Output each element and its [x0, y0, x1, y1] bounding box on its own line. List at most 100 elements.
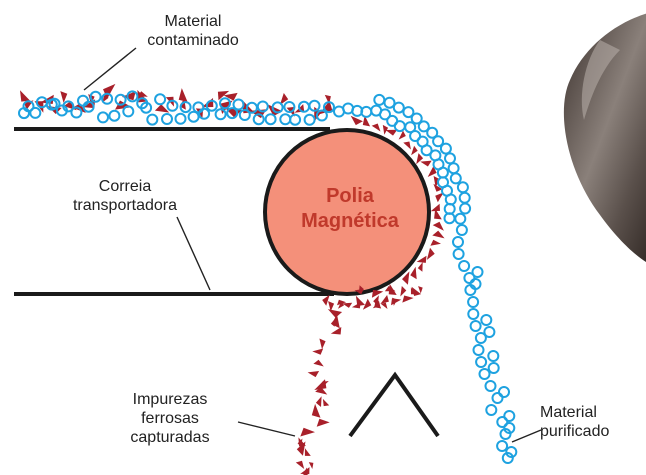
clean-particle: [480, 369, 490, 379]
clean-particle: [481, 315, 491, 325]
clean-particle: [162, 114, 172, 124]
clean-particle: [486, 405, 496, 415]
clean-particle: [176, 114, 186, 124]
ferrous-particle: [312, 404, 321, 418]
label-belt-line2: transportadora: [40, 196, 210, 215]
clean-particle: [454, 249, 464, 259]
clean-particle: [471, 321, 481, 331]
clean-particle: [266, 114, 276, 124]
clean-particle: [305, 115, 315, 125]
label-impurities-line3: capturadas: [100, 428, 240, 447]
clean-particle: [458, 182, 468, 192]
clean-particle: [460, 193, 470, 203]
pulley-label-line1: Polia: [270, 184, 430, 209]
pulley-label-line2: Magnética: [270, 209, 430, 234]
ferrous-particle: [433, 222, 444, 231]
clean-particle: [449, 163, 459, 173]
clean-particle: [155, 94, 165, 104]
clean-particle: [109, 111, 119, 121]
clean-particle: [216, 109, 226, 119]
clean-particle: [98, 112, 108, 122]
belt-leader-line: [177, 217, 210, 290]
ferrous-particle: [309, 462, 314, 469]
clean-particle: [468, 309, 478, 319]
ferrous-particle: [417, 256, 427, 263]
clean-particle: [464, 273, 474, 283]
ferrous-particle: [322, 295, 330, 306]
ferrous-particle: [432, 231, 444, 239]
clean-particle: [451, 173, 461, 183]
ferrous-particle: [418, 262, 423, 272]
clean-particle: [455, 214, 465, 224]
clean-particle: [476, 357, 486, 367]
label-contaminated-line2: contaminado: [108, 31, 278, 50]
clean-particle: [394, 103, 404, 113]
ferrous-particle: [305, 448, 311, 456]
ferrous-particle: [430, 240, 441, 246]
clean-particle: [486, 381, 496, 391]
ferrous-particle: [179, 88, 188, 102]
label-purified-line1: Material: [540, 403, 646, 422]
clean-particle: [457, 225, 467, 235]
clean-particle: [445, 153, 455, 163]
label-contaminated-material: Material contaminado: [108, 12, 278, 50]
clean-particle: [290, 115, 300, 125]
label-contaminated-line1: Material: [108, 12, 278, 31]
label-belt-line1: Correia: [40, 177, 210, 196]
clean-particle: [438, 168, 448, 178]
ferrous-particle: [427, 248, 435, 260]
clean-particle: [78, 96, 88, 106]
ferrous-particle: [380, 295, 389, 304]
clean-particle: [30, 108, 40, 118]
clean-particle: [374, 95, 384, 105]
chevron-symbol: [350, 375, 438, 436]
clean-particle: [147, 115, 157, 125]
ferrous-particle: [420, 161, 431, 167]
ferrous-particle: [351, 116, 363, 125]
clean-particle: [459, 261, 469, 271]
clean-particle: [488, 351, 498, 361]
ferrous-particle: [381, 303, 388, 309]
clean-particle: [234, 100, 244, 110]
ferrous-particle: [319, 339, 325, 350]
clean-particle: [453, 237, 463, 247]
impurities-leader-line: [238, 422, 295, 436]
ferrous-particle: [331, 319, 335, 327]
clean-particle: [474, 345, 484, 355]
purified-leader-line: [512, 430, 541, 442]
ferrous-particle: [372, 124, 381, 132]
clean-particle: [468, 297, 478, 307]
pulley-label: Polia Magnética: [270, 184, 430, 234]
ferrous-particle: [410, 267, 416, 279]
ferrous-particle: [303, 468, 308, 475]
ferrous-particle: [328, 309, 342, 318]
ferrous-particle: [316, 396, 322, 407]
ferrous-particle: [411, 146, 418, 156]
ferrous-particle: [296, 461, 304, 469]
clean-particle: [280, 114, 290, 124]
clean-particle: [499, 387, 509, 397]
ferrous-particle: [402, 296, 413, 303]
clean-particle: [123, 106, 133, 116]
label-ferrous-impurities: Impurezas ferrosas capturadas: [100, 390, 240, 447]
clean-particle: [493, 393, 503, 403]
label-purified-line2: purificado: [540, 422, 646, 441]
ferrous-particle: [313, 360, 323, 367]
ferrous-particle: [317, 419, 330, 427]
ferrous-particle: [20, 90, 30, 101]
ferrous-particle: [331, 327, 342, 335]
ferrous-particle: [312, 349, 323, 355]
ferrous-particle: [372, 290, 383, 298]
label-impurities-line2: ferrosas: [100, 409, 240, 428]
clean-particle: [476, 333, 486, 343]
ferrous-particle: [300, 428, 315, 437]
clean-particles: [19, 91, 516, 463]
ferrous-particle: [386, 130, 398, 136]
ferrous-particle: [403, 142, 411, 150]
clean-particle: [460, 204, 470, 214]
metal-roller-photo: [564, 10, 646, 262]
clean-particle: [395, 121, 405, 131]
contaminated-leader-line: [84, 48, 136, 90]
ferrous-particle: [308, 371, 320, 377]
